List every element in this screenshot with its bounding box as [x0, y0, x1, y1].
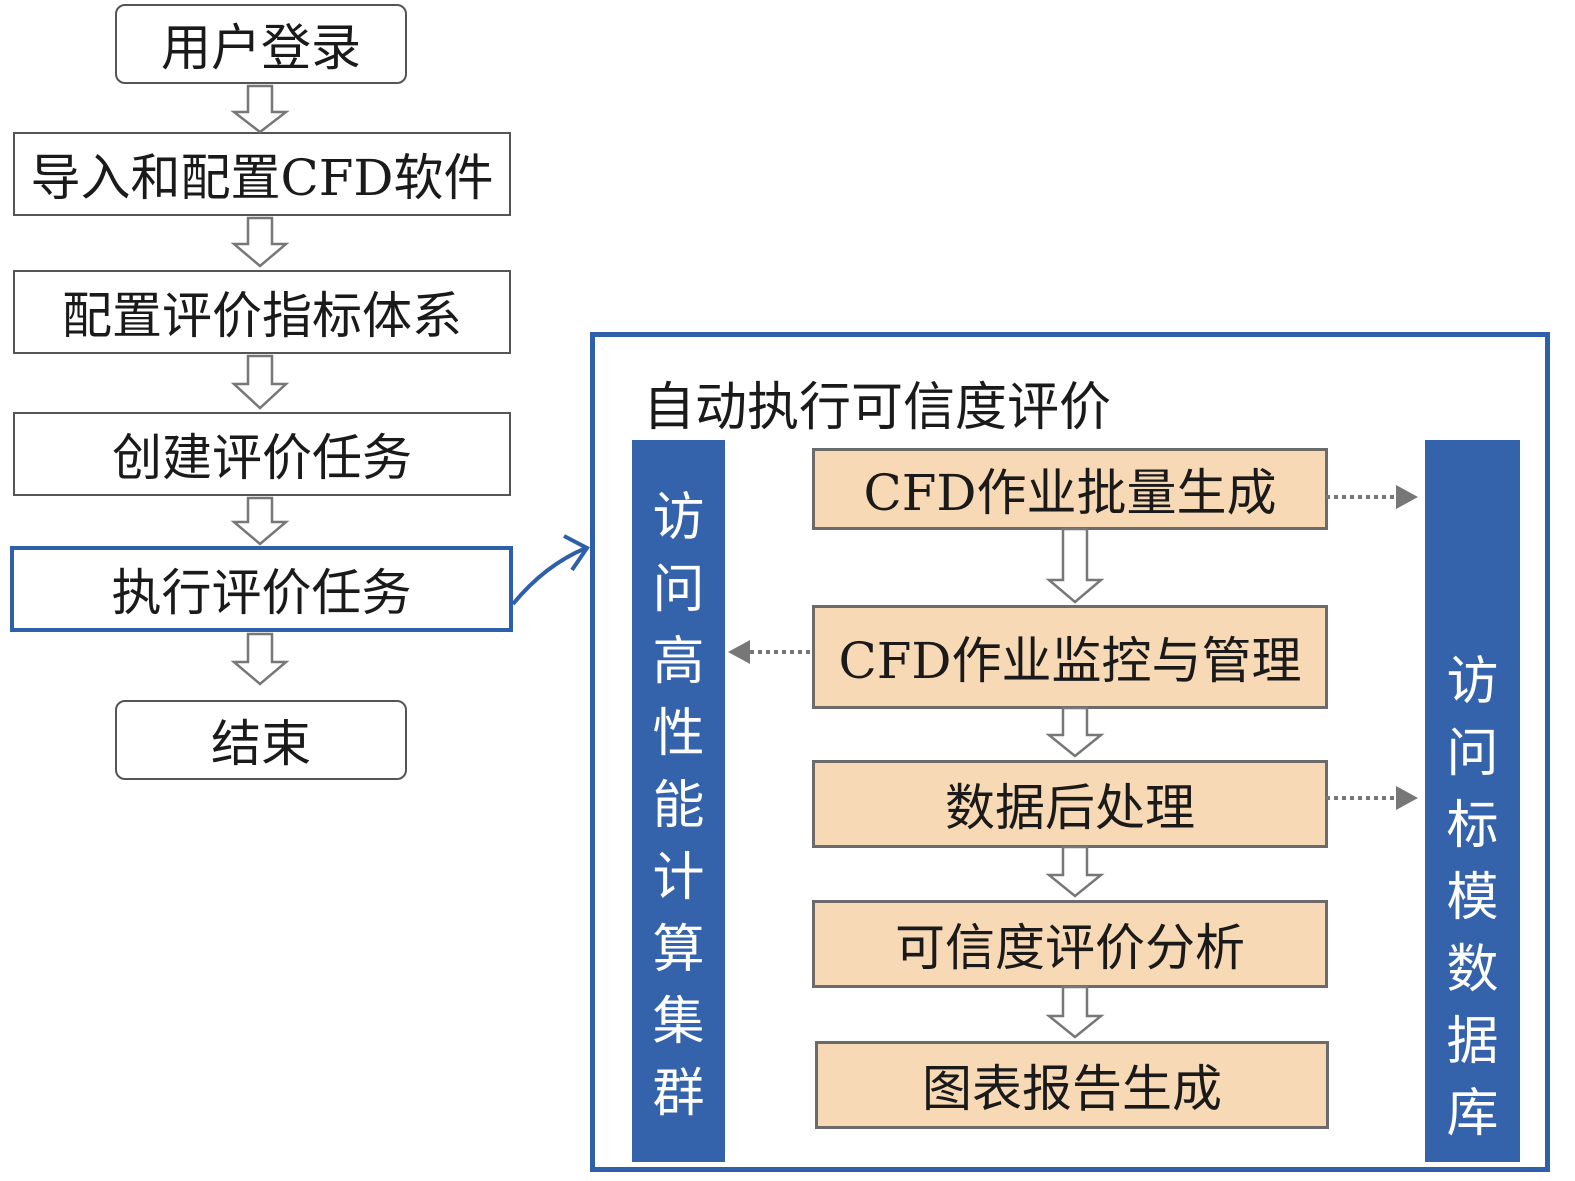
hpc-char: 集	[652, 992, 705, 1052]
flow-create-label: 创建评价任务	[112, 429, 412, 487]
flow-import-label: 导入和配置CFD软件	[30, 149, 494, 207]
db-char: 库	[1446, 1084, 1499, 1144]
arrow-head-icon	[1396, 485, 1418, 509]
step-batch-generate-label: CFD作业批量生成	[863, 464, 1277, 522]
flow-import: 导入和配置CFD软件	[13, 132, 511, 216]
db-char: 访	[1446, 652, 1499, 712]
db-char: 数	[1446, 940, 1499, 1000]
step-monitor-manage-label: CFD作业监控与管理	[838, 632, 1302, 690]
flow-execute-label: 执行评价任务	[111, 564, 412, 622]
down-arrow-icon	[230, 632, 290, 686]
db-char: 据	[1446, 1012, 1499, 1072]
flow-config-label: 配置评价指标体系	[62, 287, 462, 345]
step-batch-generate: CFD作业批量生成	[812, 448, 1328, 530]
step-credibility-analysis-label: 可信度评价分析	[895, 919, 1245, 977]
step-credibility-analysis: 可信度评价分析	[812, 900, 1328, 988]
hpc-char: 能	[652, 776, 705, 836]
step-chart-report: 图表报告生成	[815, 1041, 1329, 1129]
down-arrow-icon	[230, 354, 290, 410]
hpc-char: 高	[652, 632, 705, 692]
hpc-char: 计	[652, 848, 705, 908]
db-char: 模	[1446, 868, 1499, 928]
arrow-head-icon	[563, 534, 590, 572]
down-arrow-icon	[1045, 527, 1105, 604]
down-arrow-icon	[1045, 706, 1105, 758]
flow-end: 结束	[115, 700, 407, 780]
step-chart-report-label: 图表报告生成	[922, 1060, 1222, 1118]
hpc-char: 群	[652, 1064, 705, 1124]
flow-login-label: 用户登录	[161, 19, 361, 77]
step-post-process-label: 数据后处理	[945, 779, 1195, 837]
flow-create: 创建评价任务	[13, 412, 511, 496]
standard-db-bar: 访 问 标 模 数 据 库	[1425, 440, 1520, 1162]
step-monitor-manage: CFD作业监控与管理	[812, 605, 1328, 709]
flow-end-label: 结束	[211, 715, 311, 773]
hpc-cluster-bar: 访 问 高 性 能 计 算 集 群	[632, 440, 725, 1162]
hpc-char: 问	[652, 560, 705, 620]
curved-connector-arrow	[511, 546, 587, 606]
panel-title: 自动执行可信度评价	[643, 378, 1112, 438]
flow-execute: 执行评价任务	[10, 546, 513, 632]
down-arrow-icon	[1045, 845, 1105, 898]
flow-login: 用户登录	[115, 4, 407, 84]
flow-config: 配置评价指标体系	[13, 270, 511, 354]
down-arrow-icon	[230, 84, 290, 134]
hpc-char: 算	[652, 920, 705, 980]
down-arrow-icon	[1045, 985, 1105, 1039]
step-post-process: 数据后处理	[812, 760, 1328, 848]
db-char: 标	[1446, 796, 1499, 856]
down-arrow-icon	[230, 496, 290, 546]
arrow-head-icon	[728, 640, 750, 664]
hpc-char: 访	[652, 488, 705, 548]
arrow-head-icon	[1396, 786, 1418, 810]
hpc-char: 性	[652, 704, 705, 764]
down-arrow-icon	[230, 216, 290, 268]
db-char: 问	[1446, 724, 1499, 784]
